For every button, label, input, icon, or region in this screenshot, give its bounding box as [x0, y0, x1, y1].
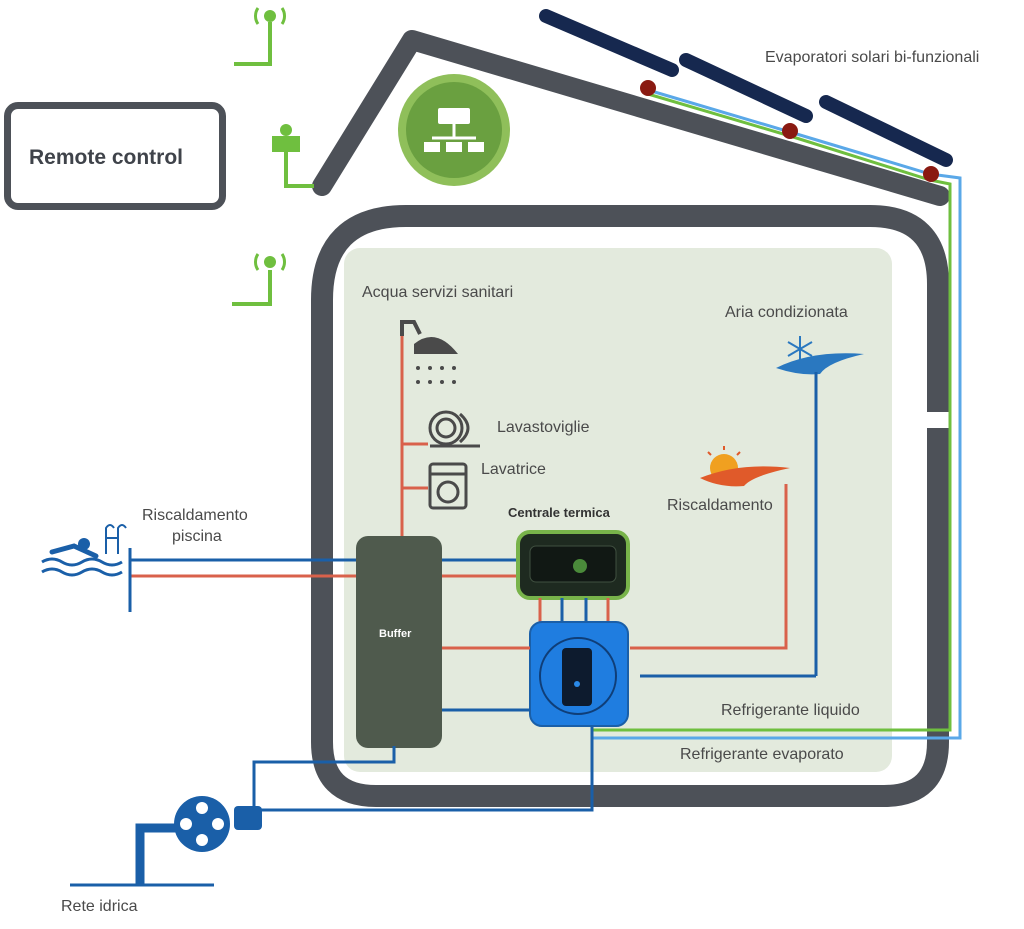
panel-connector [640, 80, 656, 96]
heating-pipe [630, 484, 788, 650]
dishwasher-icon [428, 410, 480, 448]
buffer-tank [356, 536, 442, 748]
sensor-icon [232, 253, 287, 306]
house-wall-lower [311, 300, 949, 807]
pool-heating-label-1: Riscaldamento [142, 507, 248, 524]
refrigerant-liquid-line [592, 92, 952, 732]
sensor-icon [234, 7, 287, 66]
thermal-unit-label: Centrale termica [508, 505, 610, 520]
sanitary-water-label: Acqua servizi sanitari [362, 284, 514, 301]
heating-icon [700, 446, 790, 487]
remote-control-box: Remote control [4, 102, 226, 210]
heat-pump [529, 621, 629, 727]
controller-icon [398, 74, 510, 186]
refrigerant-evaporated-line [592, 88, 962, 740]
remote-control-label: Remote control [29, 146, 184, 169]
swimmer-icon [41, 524, 127, 577]
air-conditioning-icon [776, 336, 864, 375]
pool-heating-label-2: piscina [172, 528, 222, 545]
house-interior [344, 248, 892, 772]
centrale-termica [516, 530, 630, 600]
air-conditioning-label: Aria condizionata [725, 304, 848, 321]
evaporated-refrigerant-label: Refrigerante evaporato [680, 746, 844, 763]
solar-evaporators-label: Evaporatori solari bi-funzionali [765, 49, 980, 66]
water-mains-label: Rete idrica [61, 898, 138, 915]
washing-machine-label: Lavatrice [481, 461, 546, 478]
panel-connector [923, 166, 939, 182]
panel-connector [782, 123, 798, 139]
solar-panels [539, 9, 953, 167]
buffer-label: Buffer [379, 628, 412, 640]
sensor-icon [272, 124, 314, 188]
shower-icon [400, 320, 458, 384]
liquid-refrigerant-label: Refrigerante liquido [721, 702, 860, 719]
heating-label: Riscaldamento [667, 497, 773, 514]
valve-icon [174, 796, 262, 852]
washing-machine-icon [428, 462, 468, 510]
water-supply-line [254, 726, 594, 812]
roof [312, 30, 950, 206]
water-main [135, 823, 176, 884]
dishwasher-label: Lavastoviglie [497, 419, 590, 436]
house-wall [311, 205, 949, 412]
